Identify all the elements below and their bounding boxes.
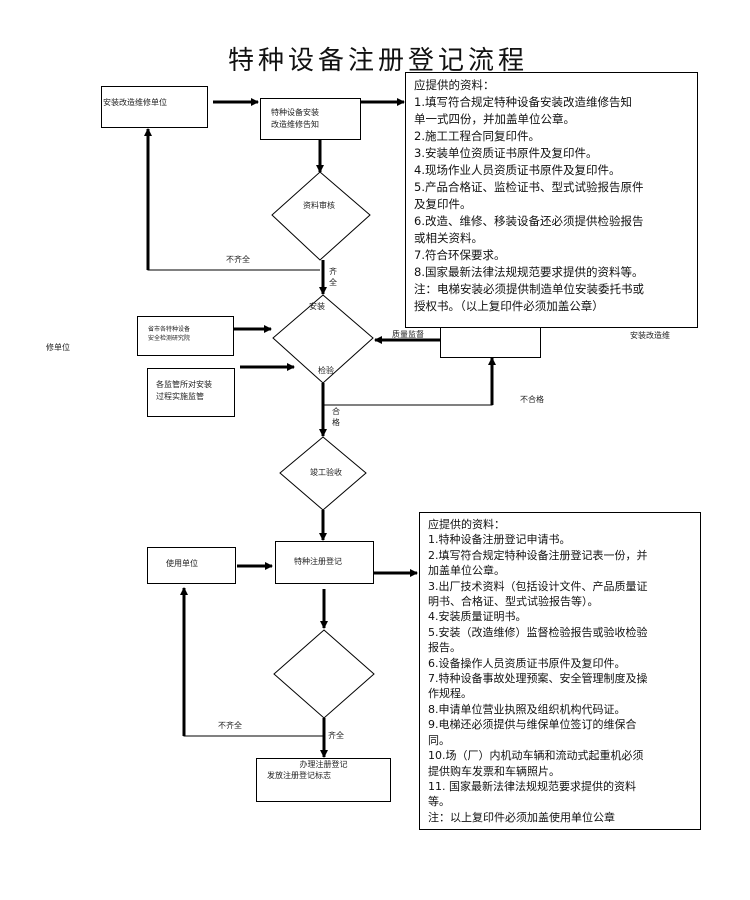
info-line: 2.施工工程合同复印件。 (414, 129, 540, 143)
info-line: 授权书。（以上复印件必须加盖公章） (414, 299, 604, 313)
info-line: 11. 国家最新法律法规规范要求提供的资料 (428, 779, 636, 793)
completion-label: 竣工验收 (310, 468, 342, 477)
info-line: 8.国家最新法律法规规范要求提供的资料等。 (414, 265, 644, 279)
install-unit-label: 安装改造维修单位 (103, 98, 167, 107)
info-box-2: 应提供的资料： 1.特种设备注册登记申请书。2.填写符合规定特种设备注册登记表一份… (419, 512, 701, 830)
info-line: 6.改造、维修、移装设备还必须提供检验报告 (414, 214, 644, 228)
info-line: 作规程。 (428, 687, 472, 701)
info-line: 2.填写符合规定特种设备注册登记表一份，并 (428, 548, 648, 562)
install-repair-right-label: 安装改造维 (630, 331, 670, 340)
info-line: 9.电梯还必须提供与维保单位签订的维保合 (428, 718, 637, 732)
info-line: 1.特种设备注册登记申请书。 (428, 533, 571, 547)
info-line: 5.产品合格证、监检证书、型式试验报告原件 (414, 180, 644, 194)
inspect-label: 检验 (318, 366, 334, 375)
info-line: 报告。 (428, 641, 461, 655)
registration-check-diamond (273, 629, 375, 719)
info-box-1: 应提供的资料： 1.填写符合规定特种设备安装改造维修告知单一式四份，并加盖单位公章… (405, 72, 698, 328)
info-line: 明书、合格证、型式试验报告等）。 (428, 595, 599, 609)
line-unqualified (323, 360, 493, 406)
final-line2: 发放注册登记标志 (267, 771, 331, 780)
info-line: 及复印件。 (414, 197, 472, 211)
edge-incomplete-1: 不齐全 (226, 255, 250, 264)
supervision-line1: 各监管所对安装 (156, 380, 212, 389)
info-line: 10.场（厂）内机动车辆和流动式起重机必须 (428, 749, 644, 763)
review-label: 资料审核 (303, 201, 335, 210)
repair-unit-left-label: 修单位 (46, 343, 70, 352)
info-line: 4.安装质量证明书。 (428, 610, 527, 624)
install-unit-box: 安装改造维修单位 (101, 86, 208, 128)
supervision-line2: 过程实施监管 (156, 392, 204, 401)
user-unit-label: 使用单位 (166, 559, 198, 568)
notice-box: 特种设备安装 改造维修告知 (260, 98, 361, 140)
edge-complete-1-b: 全 (329, 278, 337, 287)
info-line: 5.安装（改造维修）监督检验报告或验收检验 (428, 625, 648, 639)
info-line: 等。 (428, 795, 450, 809)
page-title: 特种设备注册登记流程 (228, 46, 529, 76)
info-line: 7.特种设备事故处理预案、安全管理制度及操 (428, 672, 648, 686)
edge-unqualified: 不合格 (520, 395, 544, 404)
info-line: 或相关资料。 (414, 231, 483, 245)
info-line: 单一式四份，并加盖单位公章。 (414, 112, 575, 126)
user-unit-box: 使用单位 (147, 547, 236, 584)
info-line: 4.现场作业人员资质证书原件及复印件。 (414, 163, 621, 177)
info-line: 应提供的资料： (428, 518, 505, 531)
inspection-institute-box: 省市各特种设备 安全检测研究院 (137, 316, 234, 356)
info-line: 提供购车发票和车辆照片。 (428, 764, 560, 778)
institute-line1: 省市各特种设备 (148, 326, 191, 333)
registration-box: 特种注册登记 (275, 541, 374, 584)
final-line1: 办理注册登记 (299, 760, 348, 769)
info-line: 3.安装单位资质证书原件及复印件。 (414, 146, 598, 160)
info-line: 注：以上复印件必须加盖使用单位公章 (428, 810, 615, 824)
review-diamond (271, 171, 371, 261)
info-line: 8.申请单位营业执照及组织机构代码证。 (428, 702, 626, 716)
install-label: 安装 (309, 302, 325, 311)
info-line: 同。 (428, 733, 450, 747)
edge-incomplete-2: 不齐全 (218, 721, 242, 730)
info-line: 应提供的资料： (414, 78, 495, 92)
info-line: 1.填写符合规定特种设备安装改造维修告知 (414, 95, 632, 109)
info-line: 7.符合环保要求。 (414, 248, 506, 262)
edge-complete-2: 齐全 (328, 731, 344, 740)
info-line: 加盖单位公章。 (428, 564, 505, 578)
final-box: 办理注册登记 发放注册登记标志 (256, 758, 391, 802)
institute-line2: 安全检测研究院 (148, 335, 191, 342)
info-line: 3.出厂技术资料（包括设计文件、产品质量证 (428, 579, 648, 593)
notice-label-line1: 特种设备安装 (271, 108, 319, 117)
info-line: 注：电梯安装必须提供制造单位安装委托书或 (414, 282, 644, 296)
registration-label: 特种注册登记 (294, 557, 342, 566)
notice-label-line2: 改造维修告知 (271, 120, 319, 129)
edge-complete-1-a: 齐 (329, 267, 337, 276)
edge-qualified-b: 格 (332, 418, 340, 427)
edge-quality-supervision: 质量监督 (392, 330, 424, 339)
supervision-office-box: 各监管所对安装 过程实施监管 (147, 368, 235, 417)
edge-qualified-a: 合 (332, 407, 340, 416)
info-line: 6.设备操作人员资质证书原件及复印件。 (428, 656, 626, 670)
